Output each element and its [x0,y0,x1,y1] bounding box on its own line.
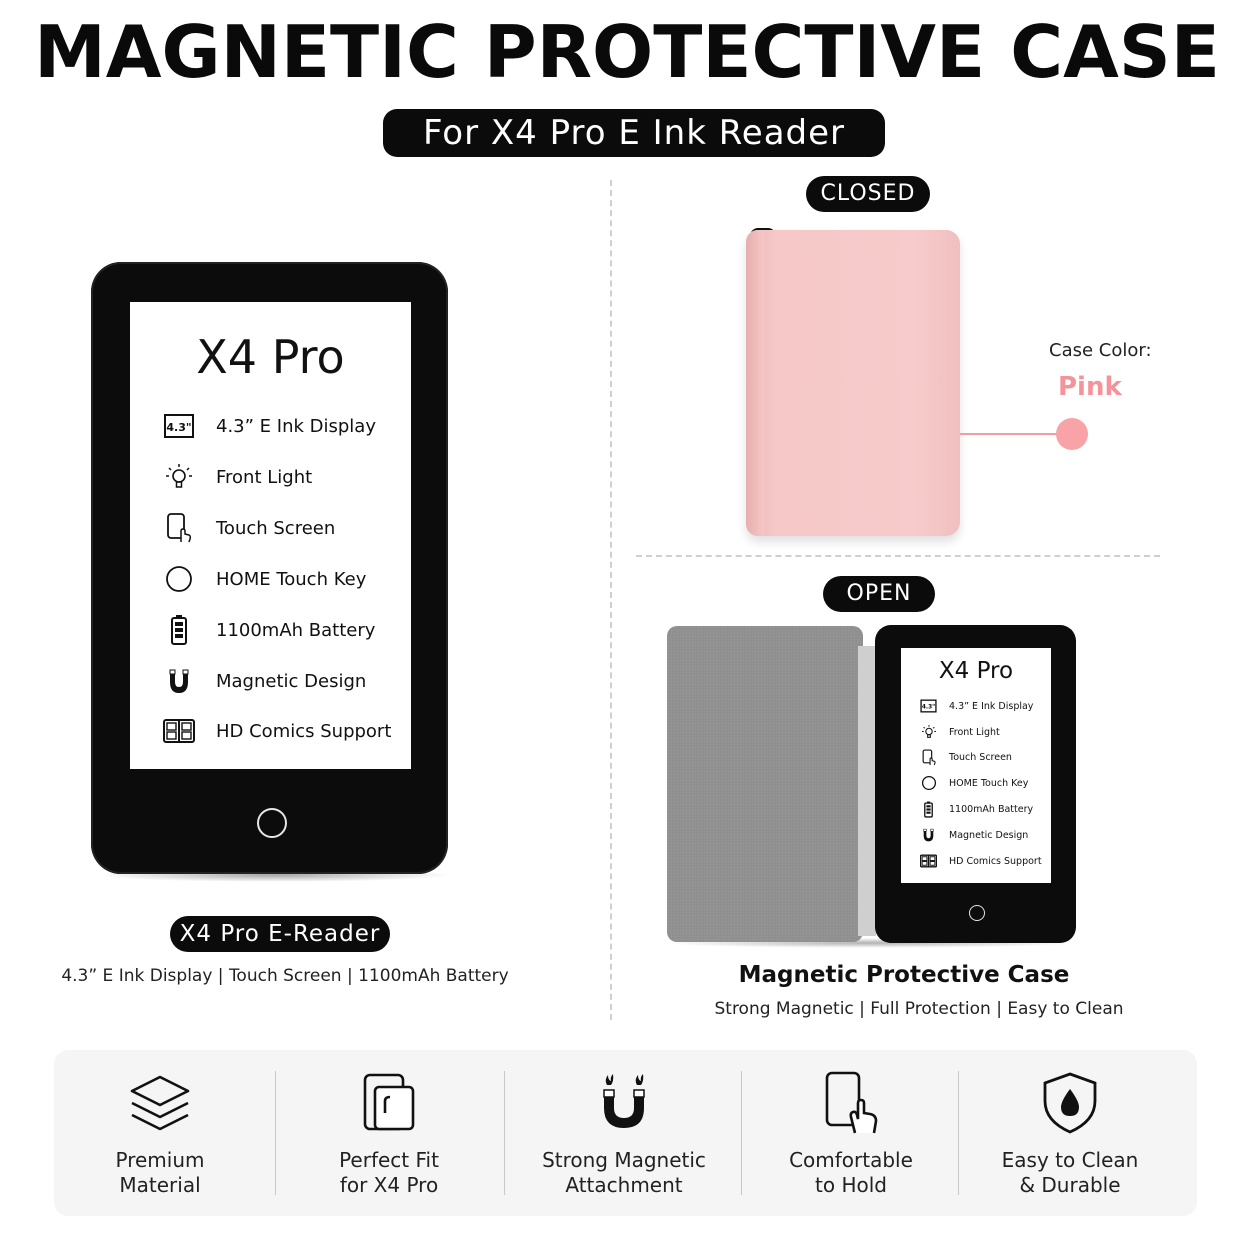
benefit-separator [275,1071,276,1195]
feature-home-key: HOME Touch Key [162,562,366,596]
benefit-separator [741,1071,742,1195]
feature-label: Touch Screen [949,751,1012,763]
layers-icon [128,1068,192,1138]
touch-screen-icon [920,748,937,766]
open-case-hinge [858,646,876,936]
feature-label: Touch Screen [216,517,336,539]
touch-screen-icon [162,511,196,545]
feature-touch: Touch Screen [162,511,335,545]
feature-label: HD Comics Support [216,720,392,742]
open-case-shadow [662,938,1080,948]
feature-comics: HD Comics Support [162,714,391,748]
light-bulb-icon [920,724,937,741]
benefit-easy-clean: Easy to Clean& Durable [970,1060,1170,1210]
home-key-icon [162,562,196,596]
open-ereader-device: X4 Pro 4.3" 4.3” E Ink Display Front Lig… [875,625,1076,943]
feature-label: 1100mAh Battery [216,619,376,641]
feature-touch: Touch Screen [920,748,1012,766]
horizontal-divider [636,555,1160,557]
shield-drop-icon [1041,1068,1099,1138]
feature-label: 1100mAh Battery [949,803,1034,815]
device-fit-icon [359,1068,419,1138]
home-button [969,905,985,921]
battery-icon [920,801,937,818]
feature-front-light: Front Light [162,460,312,494]
ereader-device: X4 Pro 4.3" 4.3” E Ink Display Front Lig… [91,262,448,874]
feature-label: 4.3” E Ink Display [949,700,1034,712]
feature-battery: 1100mAh Battery [162,613,375,647]
feature-magnetic: Magnetic Design [920,826,1028,844]
svg-text:4.3": 4.3" [922,705,935,711]
feature-magnetic: Magnetic Design [162,664,366,698]
comic-book-icon [162,714,196,748]
feature-label: Magnetic Design [949,829,1029,841]
feature-display: 4.3" 4.3” E Ink Display [162,409,376,443]
light-bulb-icon [162,460,196,494]
screen-size-icon: 4.3" [162,409,196,443]
magnet-icon [162,664,196,698]
home-key-icon [920,775,937,792]
feature-front-light: Front Light [920,723,1000,741]
closed-case [746,230,960,536]
feature-label: HOME Touch Key [216,568,367,590]
model-name: X4 Pro [196,330,345,384]
case-color-value: Pink [1058,372,1122,402]
feature-home-key: HOME Touch Key [920,774,1028,792]
reader-caption-badge: X4 Pro E-Reader [170,916,390,952]
benefit-separator [504,1071,505,1195]
case-specs: Strong Magnetic | Full Protection | Easy… [714,999,1124,1019]
feature-comics: HD Comics Support [920,852,1042,870]
magnet-icon [920,827,937,844]
benefit-separator [958,1071,959,1195]
page-title: MAGNETIC PROTECTIVE CASE [34,10,1220,94]
color-swatch [1056,418,1088,450]
open-case-cover [667,626,863,942]
feature-display: 4.3" 4.3” E Ink Display [920,697,1033,715]
open-ereader-screen: X4 Pro 4.3" 4.3” E Ink Display Front Lig… [901,648,1051,883]
benefits-bar [54,1050,1197,1216]
case-color-label: Case Color: [1049,340,1152,361]
feature-label: HD Comics Support [949,855,1042,867]
feature-label: Front Light [216,466,313,488]
home-button [257,808,287,838]
feature-label: 4.3” E Ink Display [216,415,376,437]
closed-badge: CLOSED [806,176,930,212]
hand-hold-icon [821,1068,881,1138]
magnet-icon [598,1068,650,1138]
feature-label: Front Light [949,726,1000,738]
ereader-screen: X4 Pro 4.3" 4.3” E Ink Display Front Lig… [130,302,411,769]
feature-label: HOME Touch Key [949,777,1029,789]
vertical-divider [610,180,612,1020]
case-edge [746,230,764,536]
comic-book-icon [920,853,937,870]
feature-label: Magnetic Design [216,670,367,692]
color-pointer-line [960,433,1070,435]
reader-specs: 4.3” E Ink Display | Touch Screen | 1100… [61,966,509,986]
subtitle-badge: For X4 Pro E Ink Reader [383,109,885,157]
model-name: X4 Pro [938,658,1014,684]
svg-text:4.3": 4.3" [166,421,191,434]
open-badge: OPEN [823,576,935,612]
battery-icon [162,613,196,647]
screen-size-icon: 4.3" [920,698,937,715]
case-caption: Magnetic Protective Case [738,962,1070,988]
benefit-label: Easy to Clean& Durable [1001,1148,1139,1197]
feature-battery: 1100mAh Battery [920,800,1033,818]
